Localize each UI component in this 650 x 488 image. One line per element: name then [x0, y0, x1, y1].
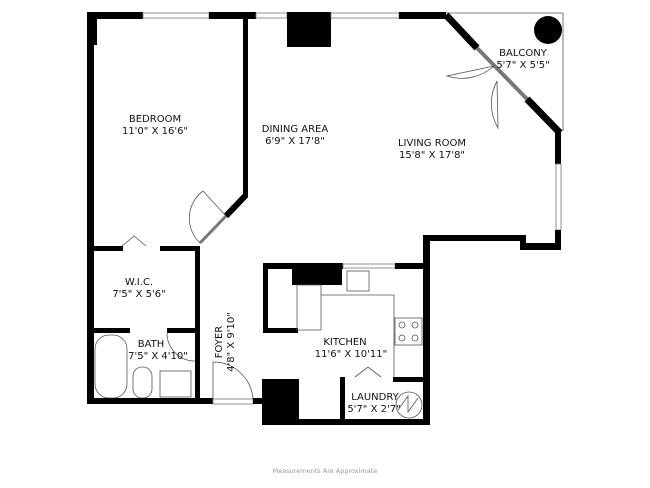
window [342, 263, 396, 269]
room-name-living: LIVING ROOM [398, 138, 466, 149]
room-size-laundry: 5'7" X 2'7" [347, 404, 400, 415]
wall [195, 246, 200, 404]
wall [399, 12, 446, 19]
room-size-foyer: 4'8" X 9'10" [226, 312, 237, 372]
wall [87, 398, 213, 404]
room-size-kitchen: 11'6" X 10'11" [315, 349, 387, 360]
wall [87, 12, 143, 19]
wall [555, 230, 561, 250]
wall [395, 263, 425, 269]
wall [262, 379, 299, 425]
wall [520, 235, 526, 250]
wall [524, 96, 563, 136]
room-name-foyer: FOYER [214, 326, 225, 359]
wall [253, 398, 263, 404]
wall [87, 328, 130, 333]
wall [340, 377, 345, 422]
window [255, 12, 288, 19]
room-name-balcony: BALCONY [499, 48, 548, 59]
wall [223, 192, 249, 219]
wall [243, 17, 248, 197]
room-name-bath: BATH [138, 339, 165, 350]
room-size-dining: 6'9" X 17'8" [265, 136, 325, 147]
washer-dryer [395, 391, 423, 419]
wall [87, 12, 97, 45]
room-name-kitchen: KITCHEN [323, 337, 366, 348]
room-size-bath: 7'5" X 4'10" [128, 351, 188, 362]
room-name-dining: DINING AREA [262, 124, 329, 135]
bath-sink [159, 370, 192, 398]
room-name-bedroom: BEDROOM [129, 114, 181, 125]
door-swing [188, 190, 227, 244]
entry-threshold [212, 398, 254, 405]
kitchen-island [296, 284, 322, 331]
stove [394, 317, 423, 346]
entry-door[interactable] [212, 361, 254, 400]
wall [520, 243, 561, 250]
wall [555, 131, 561, 164]
wall [423, 235, 526, 241]
bedroom-door[interactable] [198, 214, 228, 245]
laundry-door[interactable] [354, 366, 382, 378]
wall [209, 12, 256, 19]
counter [321, 294, 395, 377]
door-swing [445, 65, 495, 79]
wall [167, 328, 198, 333]
room-name-wic: W.I.C. [125, 277, 153, 288]
window [330, 12, 400, 19]
wall [263, 328, 298, 333]
bathtub [94, 334, 128, 399]
fireplace [287, 12, 331, 47]
window [142, 12, 210, 19]
wall [443, 12, 480, 51]
room-name-laundry: LAUNDRY [351, 392, 399, 403]
balcony-outline [445, 12, 564, 131]
door-swing [121, 235, 147, 247]
balcony-column [534, 16, 562, 44]
wall [393, 377, 428, 382]
door-swing [166, 332, 196, 362]
wall [87, 12, 94, 404]
wall [423, 235, 430, 425]
footer-note: Measurements Are Approximate [273, 467, 378, 475]
wall [263, 263, 268, 333]
kitchen-sink [346, 270, 370, 292]
balcony-door[interactable] [475, 46, 529, 101]
window [555, 163, 562, 231]
toilet [132, 366, 153, 399]
door-swing [490, 80, 499, 130]
fridge-block [292, 263, 342, 285]
room-size-wic: 7'5" X 5'6" [112, 289, 165, 300]
room-size-balcony: 5'7" X 5'5" [496, 60, 549, 71]
room-size-living: 15'8" X 17'8" [399, 150, 465, 161]
wall [262, 419, 430, 425]
wall [87, 246, 123, 251]
wall [160, 246, 200, 251]
room-size-bedroom: 11'0" X 16'6" [122, 126, 188, 137]
